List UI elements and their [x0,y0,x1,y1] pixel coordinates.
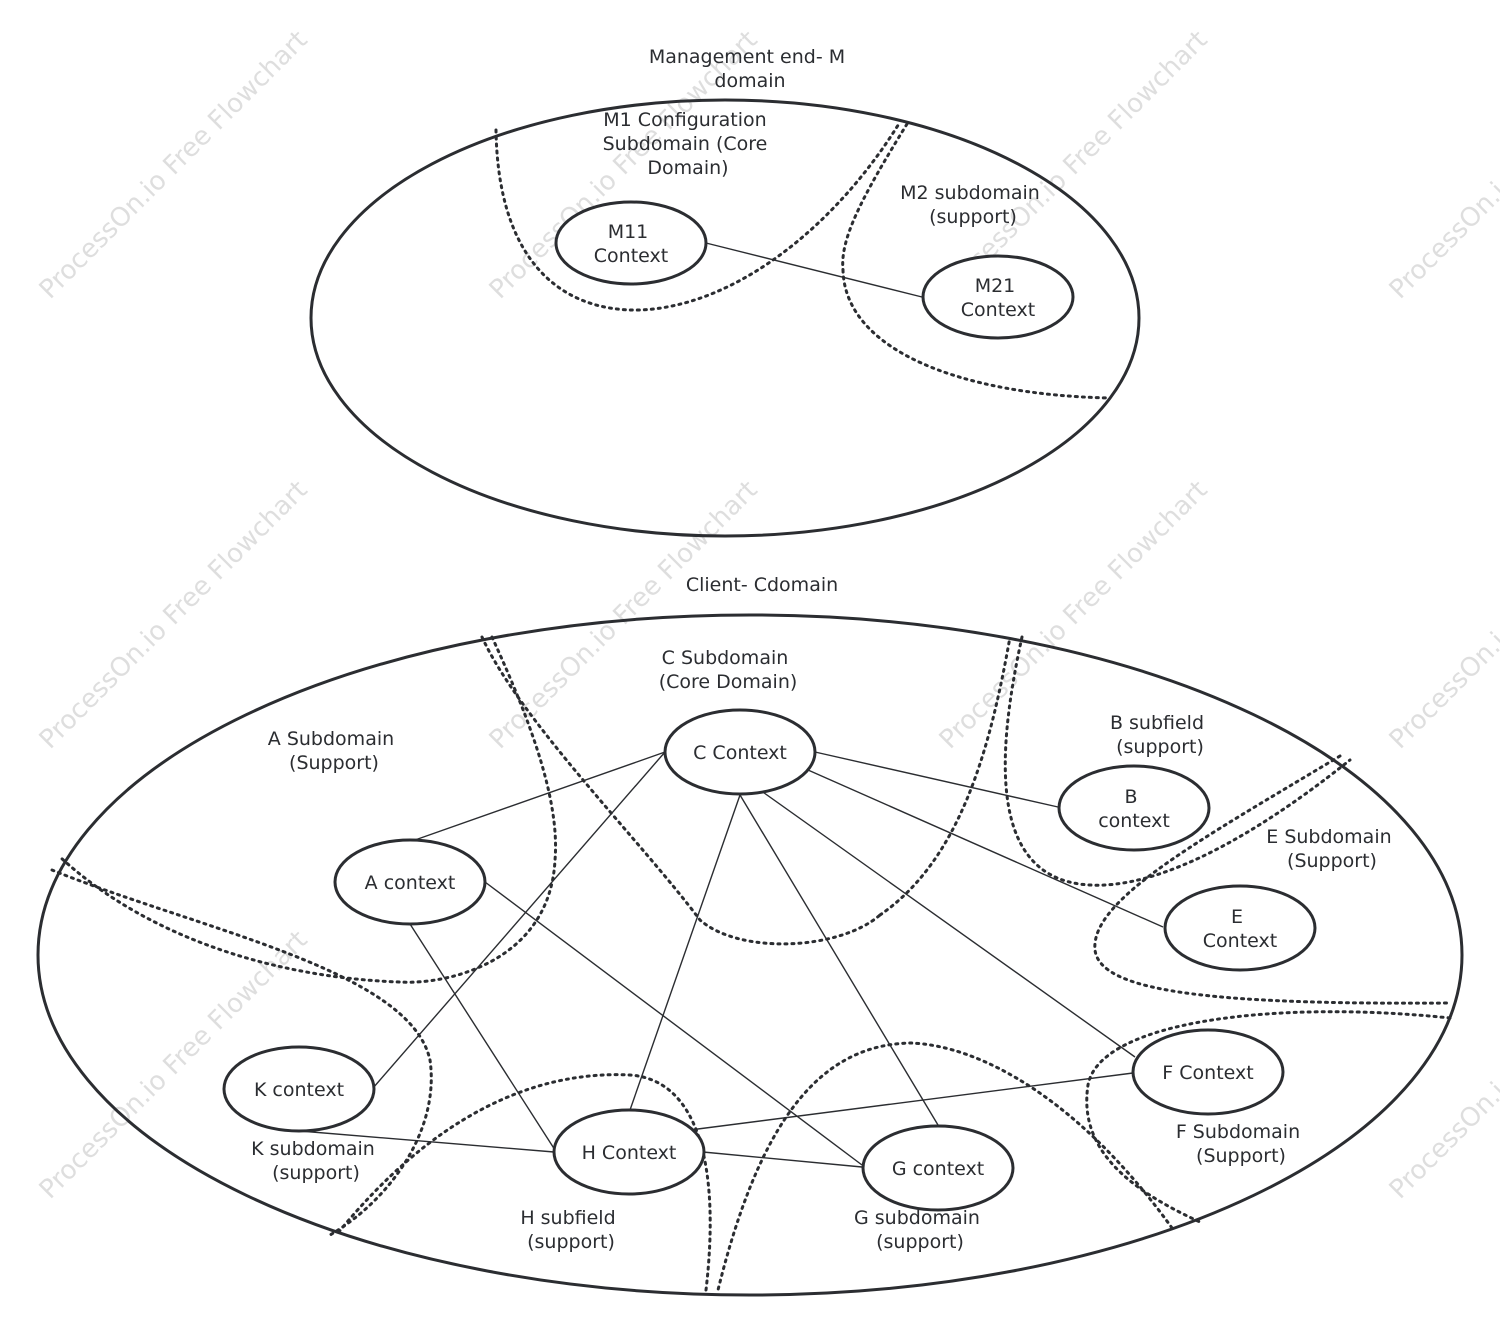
watermark: ProcessOn.io Free Flowchart [34,25,314,305]
m1-subdomain-boundary-inner [841,122,909,272]
client-domain: Client- Cdomain A Subdomain (Support) C … [36,574,1464,1297]
link-c-h [629,794,741,1111]
a-context[interactable] [333,838,487,926]
link-h-f [689,1072,1134,1131]
link-c-a [414,751,666,841]
c-context[interactable] [663,708,817,796]
m21-context-label: M21 Context [961,275,1035,321]
link-c-b [814,751,1059,808]
g-subdomain-label: G subdomain (support) [854,1207,986,1253]
watermark: ProcessOn.io Free Flowchart [34,475,314,755]
m1-subdomain-boundary [494,120,902,312]
e-subdomain-label: E Subdomain (Support) [1266,826,1397,872]
link-k-h [299,1130,555,1153]
f-subdomain-boundary [1085,1010,1452,1224]
f-context[interactable] [1131,1028,1285,1116]
client-domain-boundary[interactable] [36,613,1464,1297]
c-subdomain-boundary-left-2 [58,635,558,984]
b-subdomain-label: B subfield (support) [1110,712,1210,758]
b-context-label: B context [1098,786,1170,832]
a-context-label: A context [365,872,456,894]
m2-subdomain-boundary [841,268,1112,400]
k-context[interactable] [222,1045,376,1133]
management-domain: Management end- M domain M1 Configuratio… [309,46,1141,538]
client-domain-title: Client- Cdomain [686,574,838,596]
management-links [705,242,923,298]
a-subdomain-label: A Subdomain (Support) [268,728,400,774]
management-domain-title: Management end- M domain [649,46,851,92]
link-a-h [409,923,556,1151]
m2-subdomain-label: M2 subdomain (support) [900,182,1046,228]
link-h-g [702,1151,863,1168]
g-context[interactable] [861,1124,1015,1212]
m21-context[interactable] [921,254,1075,340]
g-context-label: G context [892,1158,984,1180]
watermark: ProcessOn.io Free Flowchart [1384,925,1500,1205]
link-m11-m21 [705,242,923,298]
link-c-k [372,751,666,1089]
f-subdomain-label: F Subdomain (Support) [1176,1121,1306,1167]
e-context-label: E Context [1203,906,1277,952]
m1-subdomain-label: M1 Configuration Subdomain (Core Domain) [603,109,774,179]
c-subdomain-label: C Subdomain (Core Domain) [659,647,798,693]
link-c-f [759,789,1136,1058]
e-subdomain-boundary-top [1093,754,1452,1005]
c-subdomain-boundary-right [878,635,1012,917]
h-subdomain-boundary [336,1073,712,1292]
watermark: ProcessOn.io Free Flowchart [1384,475,1500,755]
management-domain-boundary[interactable] [309,98,1141,538]
k-subdomain-label: K subdomain (support) [251,1138,381,1184]
c-context-label: C Context [693,742,787,764]
link-c-g [739,794,939,1126]
k-context-label: K context [254,1079,344,1101]
b-context[interactable] [1057,764,1211,852]
link-a-g [484,881,863,1166]
g-subdomain-boundary [716,1041,1174,1292]
watermark: ProcessOn.io Free Flowchart [1384,25,1500,305]
c-subdomain-boundary-left [480,635,882,946]
h-subdomain-label: H subfield (support) [520,1207,621,1253]
m11-context[interactable] [554,200,708,286]
h-context-label: H Context [582,1142,677,1164]
h-context[interactable] [552,1108,706,1196]
b-subdomain-boundary-left [1003,635,1352,887]
e-context[interactable] [1163,884,1317,972]
client-subdomain-boundaries [50,635,1452,1292]
f-context-label: F Context [1162,1062,1253,1084]
client-links [299,751,1164,1168]
link-c-e [807,769,1164,928]
m11-context-label: M11 Context [594,221,668,267]
k-subdomain-boundary [50,868,433,1237]
